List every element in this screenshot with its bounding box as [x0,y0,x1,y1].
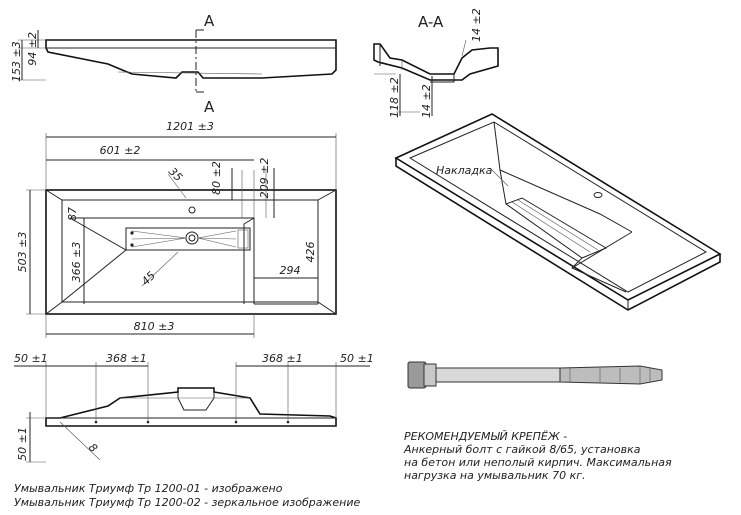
caption-line-1: Умывальник Триумф Тр 1200-01 - изображен… [14,482,283,495]
dim-sec-14-b: 14 ±2 [470,8,483,42]
dim-810: 810 ±3 [134,320,175,333]
dim-209: 209 ±2 [258,158,271,199]
anchor-bolt-image [407,361,663,389]
fastener-line-2: Анкерный болт с гайкой 8/65, установка [403,443,641,456]
fastener-line-1: РЕКОМЕНДУЕМЫЙ КРЕПЁЖ - [404,430,567,443]
dim-f50-left: 50 ±1 [14,352,48,365]
fastener-line-4: нагрузка на умывальник 70 кг. [404,469,586,482]
dim-366: 366 ±3 [70,242,83,283]
dim-601: 601 ±2 [100,144,141,157]
dim-426: 426 [304,242,317,263]
section-title: A-A [418,13,444,31]
dim-f50-vert: 50 ±1 [16,427,29,461]
dim-sec-14-a: 14 ±2 [420,84,433,118]
dim-side-94: 94 ±2 [26,32,39,66]
dim-d35: 35 [166,165,185,184]
dim-f368-left: 368 ±1 [106,352,147,365]
plan-view [26,133,337,338]
dim-f368-right: 368 ±1 [262,352,303,365]
fastener-line-3: на бетон или неполый кирпич. Максимальна… [404,456,672,469]
section-mark-bottom: A [204,98,215,116]
dim-d45: 45 [139,269,158,288]
side-view [18,29,337,93]
section-view [373,39,499,116]
dim-side-153: 153 ±3 [10,41,23,82]
dim-f50-right: 50 ±1 [340,352,374,365]
isometric-view [394,113,722,311]
dim-503: 503 ±3 [16,232,29,273]
dim-80: 80 ±2 [210,161,223,195]
dim-294: 294 [280,264,301,277]
dim-87: 87 [66,207,79,221]
section-mark-top: A [204,12,215,30]
dim-sec-118: 118 ±2 [388,77,401,118]
iso-label: Накладка [436,164,493,177]
caption-line-2: Умывальник Триумф Тр 1200-02 - зеркально… [14,496,361,509]
dim-1201: 1201 ±3 [166,120,214,133]
front-view [14,362,370,463]
